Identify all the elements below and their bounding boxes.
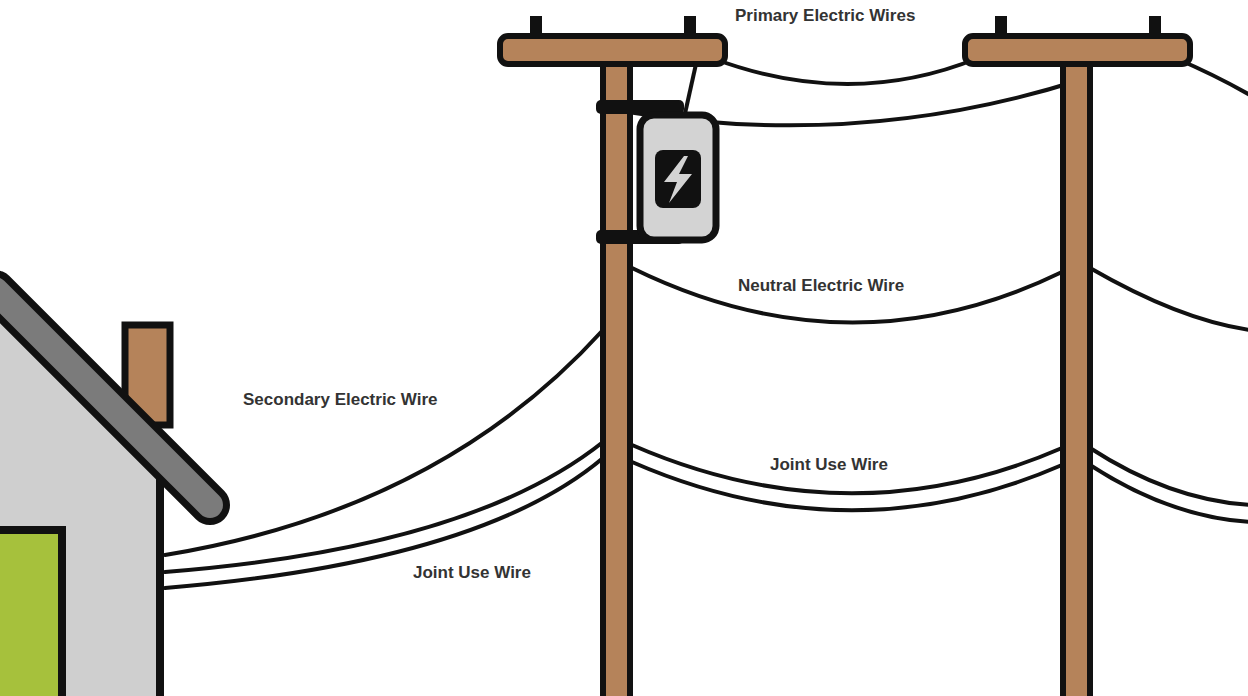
crossarm — [965, 36, 1190, 64]
roof-outline — [0, 290, 210, 505]
primary-wire — [712, 58, 978, 84]
pole — [965, 16, 1190, 696]
wire-label: Primary Electric Wires — [732, 6, 918, 26]
neutral-wire — [1090, 268, 1248, 330]
door — [0, 530, 62, 696]
transformer — [640, 115, 716, 240]
joint-use-wire — [1090, 448, 1248, 505]
pole — [500, 16, 725, 696]
house — [0, 290, 210, 696]
bolt-badge — [655, 150, 701, 208]
secondary-wire — [165, 330, 603, 555]
pole-shaft — [1063, 50, 1090, 696]
wire-label: Neutral Electric Wire — [735, 276, 907, 296]
service-joint-use-wire — [165, 442, 603, 572]
wire-label: Joint Use Wire — [767, 455, 891, 475]
wire-label: Joint Use Wire — [410, 563, 534, 583]
joint-use-wire — [1090, 465, 1248, 522]
neutral-wire — [632, 268, 1062, 323]
pole-shaft — [603, 50, 630, 696]
roof — [0, 290, 210, 505]
service-joint-use-wire — [165, 458, 603, 588]
crossarm — [500, 36, 725, 64]
lightning-bolt — [664, 156, 692, 203]
wire-label: Secondary Electric Wire — [240, 390, 441, 410]
transformer-lead — [684, 64, 696, 118]
